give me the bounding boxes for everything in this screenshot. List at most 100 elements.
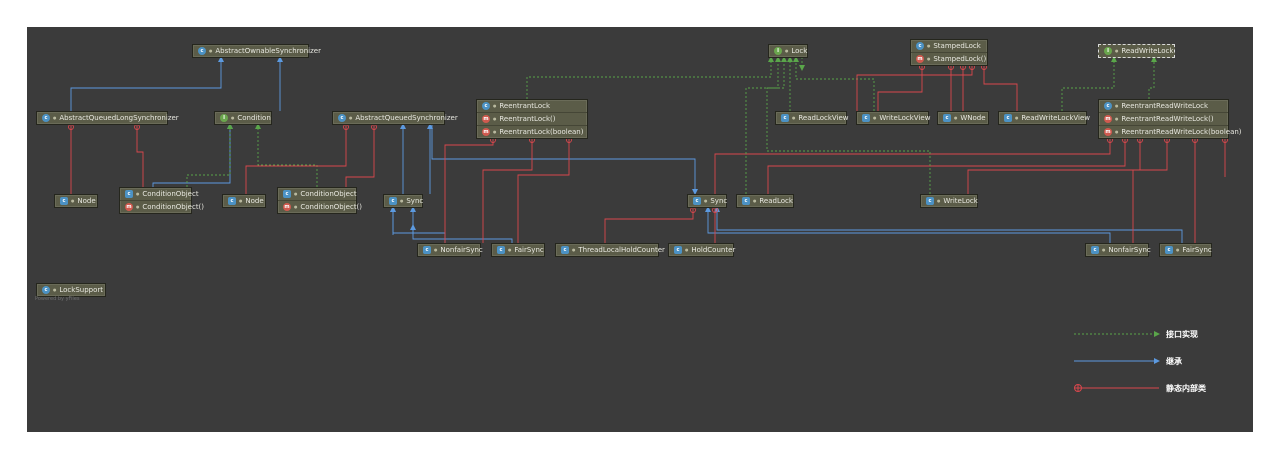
class-title: I⬤ReadWriteLock	[1099, 45, 1174, 57]
class-node-fs1[interactable]: c⬤FairSync	[491, 243, 545, 257]
class-icon: c	[561, 246, 569, 254]
edge-impl	[255, 123, 318, 187]
class-title: c⬤Sync	[384, 195, 423, 207]
class-node-wn[interactable]: c⬤WNode	[937, 111, 989, 125]
class-title: c⬤LockSupport	[37, 284, 105, 296]
edge-inner	[345, 124, 375, 187]
class-title: c⬤Sync	[688, 195, 727, 207]
class-icon: c	[943, 114, 951, 122]
class-icon: c	[1091, 246, 1099, 254]
visibility-icon: ⬤	[785, 49, 789, 53]
class-icon: c	[781, 114, 789, 122]
method-icon: m	[916, 55, 924, 63]
visibility-icon: ⬤	[239, 199, 243, 203]
node-label: StampedLock	[933, 42, 981, 50]
edge-impl	[793, 56, 875, 111]
edge-inner	[767, 137, 1126, 194]
class-icon: c	[862, 114, 870, 122]
edge-inner	[714, 137, 1111, 194]
class-node-sync2[interactable]: c⬤Sync	[687, 194, 727, 208]
edge-inner	[604, 207, 694, 243]
edge-inherit	[705, 206, 1111, 243]
class-node-nfs2[interactable]: c⬤NonfairSync	[1085, 243, 1151, 257]
interface-icon: I	[220, 114, 228, 122]
class-node-node2[interactable]: c⬤Node	[222, 194, 266, 208]
visibility-icon: ⬤	[71, 199, 75, 203]
edge-layer	[68, 56, 1228, 392]
node-label: ReentrantReadWriteLock()	[1121, 115, 1214, 123]
class-icon: c	[742, 197, 750, 205]
visibility-icon: ⬤	[349, 116, 353, 120]
legend-label-inner: 静态内部类	[1166, 384, 1206, 393]
class-node-lock[interactable]: I⬤Lock	[768, 44, 808, 58]
class-title: c⬤ReentrantLock	[477, 100, 587, 112]
edge-inner	[983, 64, 1018, 111]
constructor-row: m⬤StampedLock()	[911, 52, 987, 65]
visibility-icon: ⬤	[704, 199, 708, 203]
node-label: AbstractQueuedSynchronizer	[355, 114, 458, 122]
visibility-icon: ⬤	[53, 116, 57, 120]
class-node-node1[interactable]: c⬤Node	[54, 194, 98, 208]
class-node-sync1[interactable]: c⬤Sync	[383, 194, 423, 208]
visibility-icon: ⬤	[1115, 117, 1119, 121]
visibility-icon: ⬤	[434, 248, 438, 252]
class-icon: c	[42, 286, 50, 294]
class-node-ls[interactable]: c⬤LockSupport	[36, 283, 106, 297]
class-node-rlv[interactable]: c⬤ReadLockView	[775, 111, 849, 125]
class-node-tlhc[interactable]: c⬤ThreadLocalHoldCounter	[555, 243, 665, 257]
class-node-hc[interactable]: c⬤HoldCounter	[668, 243, 736, 257]
edge-inner	[856, 64, 973, 111]
visibility-icon: ⬤	[493, 104, 497, 108]
visibility-icon: ⬤	[53, 288, 57, 292]
class-title: c⬤WriteLockView	[857, 112, 930, 124]
node-label: ReadLock	[759, 197, 793, 205]
class-node-rwlv[interactable]: c⬤ReadWriteLockView	[998, 111, 1091, 125]
edge-inner	[245, 124, 347, 194]
node-label: ReentrantLock()	[499, 115, 556, 123]
visibility-icon: ⬤	[1115, 104, 1119, 108]
visibility-icon: ⬤	[508, 248, 512, 252]
visibility-icon: ⬤	[136, 205, 140, 209]
node-label: HoldCounter	[691, 246, 736, 254]
class-title: c⬤StampedLock	[911, 40, 987, 52]
class-node-cond[interactable]: I⬤Condition	[214, 111, 272, 125]
class-node-wlv[interactable]: c⬤WriteLockView	[856, 111, 930, 125]
visibility-icon: ⬤	[400, 199, 404, 203]
edge-inherit	[714, 206, 1183, 243]
method-icon: m	[1104, 128, 1112, 136]
class-node-wlk[interactable]: c⬤WriteLock	[920, 194, 978, 208]
constructor-row: m⬤ReentrantLock()	[477, 112, 587, 125]
node-label: ReadWriteLockView	[1021, 114, 1091, 122]
class-icon: c	[1165, 246, 1173, 254]
class-node-rwl[interactable]: I⬤ReadWriteLock	[1098, 44, 1175, 58]
class-node-rlk[interactable]: c⬤ReadLock	[736, 194, 794, 208]
class-node-aos[interactable]: c⬤AbstractOwnableSynchronizer	[192, 44, 321, 58]
class-node-aqls[interactable]: c⬤AbstractQueuedLongSynchronizer	[36, 111, 179, 125]
class-node-nfs1[interactable]: c⬤NonfairSync	[417, 243, 483, 257]
class-title: c⬤AbstractOwnableSynchronizer	[193, 45, 321, 57]
node-label: ReadWriteLock	[1121, 47, 1174, 55]
visibility-icon: ⬤	[136, 192, 140, 196]
class-node-fs2[interactable]: c⬤FairSync	[1159, 243, 1212, 257]
class-icon: c	[283, 190, 291, 198]
class-node-aqs[interactable]: c⬤AbstractQueuedSynchronizer	[332, 111, 458, 125]
edge-impl	[1061, 56, 1117, 111]
node-label: ReentrantReadWriteLock(boolean)	[1121, 128, 1242, 136]
node-label: ConditionObject	[300, 190, 357, 198]
edge-impl	[766, 56, 931, 194]
class-icon: c	[482, 102, 490, 110]
class-icon: c	[497, 246, 505, 254]
node-label: AbstractQueuedLongSynchronizer	[59, 114, 179, 122]
node-label: ConditionObject()	[142, 203, 205, 211]
edge-inner	[517, 137, 570, 243]
visibility-icon: ⬤	[493, 130, 497, 134]
class-title: c⬤AbstractQueuedSynchronizer	[333, 112, 458, 124]
node-label: ReadLockView	[798, 114, 849, 122]
edge-inner	[482, 137, 533, 243]
